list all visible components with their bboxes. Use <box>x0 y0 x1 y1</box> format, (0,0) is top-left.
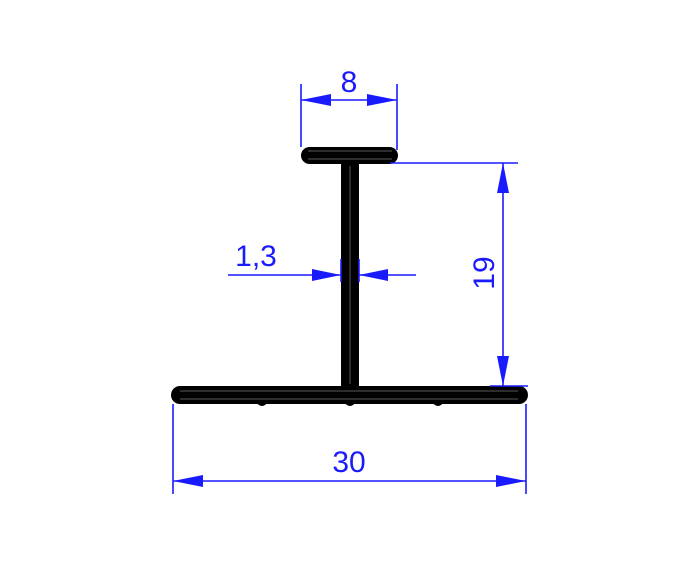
web-thickness-label: 1,3 <box>235 240 277 273</box>
arrow-right <box>312 269 341 281</box>
arrow-up <box>497 163 509 193</box>
height-label: 19 <box>468 256 501 289</box>
flange-width-label: 8 <box>341 66 358 99</box>
profile-shape <box>171 147 528 406</box>
dimension-web-thickness: 1,3 <box>228 240 416 282</box>
arrow-left <box>173 475 203 487</box>
base-width-label: 30 <box>332 446 365 479</box>
dimension-base-width: 30 <box>172 404 527 494</box>
arrow-right <box>496 475 526 487</box>
arrow-down <box>497 356 509 386</box>
arrow-right <box>367 94 397 106</box>
base-flange <box>171 386 528 404</box>
dimension-flange-width: 8 <box>300 66 398 150</box>
dimension-height: 19 <box>390 162 528 387</box>
arrow-left <box>359 269 388 281</box>
arrow-left <box>301 94 331 106</box>
